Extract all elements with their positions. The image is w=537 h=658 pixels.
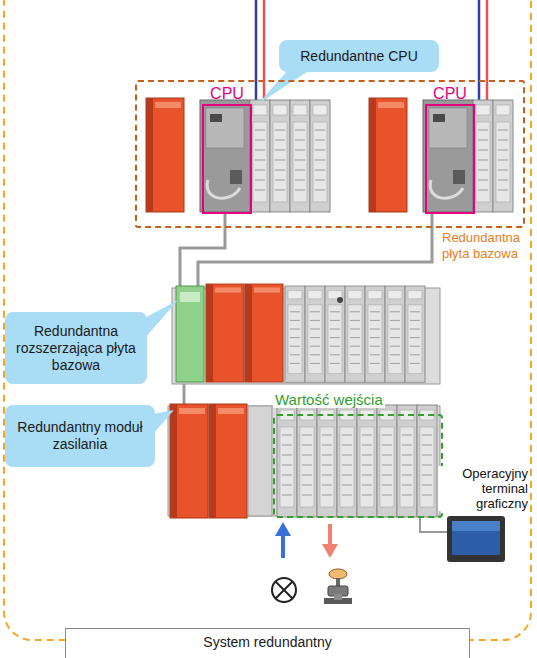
node-text: Redundantny moduł zasilania xyxy=(11,419,149,453)
cpu-highlight: CPU xyxy=(202,104,252,214)
callout-box: Redundantny moduł zasilania xyxy=(5,405,155,467)
node-text: Redundantna płyta bazowa xyxy=(442,230,534,262)
input-frame: Wartość wejścia xyxy=(273,414,443,518)
callout-box: Redundantna rozszerzająca płyta bazowa xyxy=(5,312,147,384)
system-box: System redundantny xyxy=(65,628,470,658)
node-text: System redundantny xyxy=(66,634,469,651)
node-text: CPU xyxy=(194,85,260,103)
cpu-highlight: CPU xyxy=(425,104,475,214)
node-text: Redundantna rozszerzająca płyta bazowa xyxy=(11,323,141,374)
node-text: Redundantne CPU xyxy=(300,48,418,65)
device-label: Operacyjny terminal graficzny xyxy=(438,466,528,511)
base-plate-frame: Redundantna płyta bazowaCPUCPU xyxy=(135,80,525,228)
node-text: CPU xyxy=(417,85,483,103)
callout-box: Redundantne CPU xyxy=(279,40,439,72)
node-text: Wartość wejścia xyxy=(273,391,385,408)
